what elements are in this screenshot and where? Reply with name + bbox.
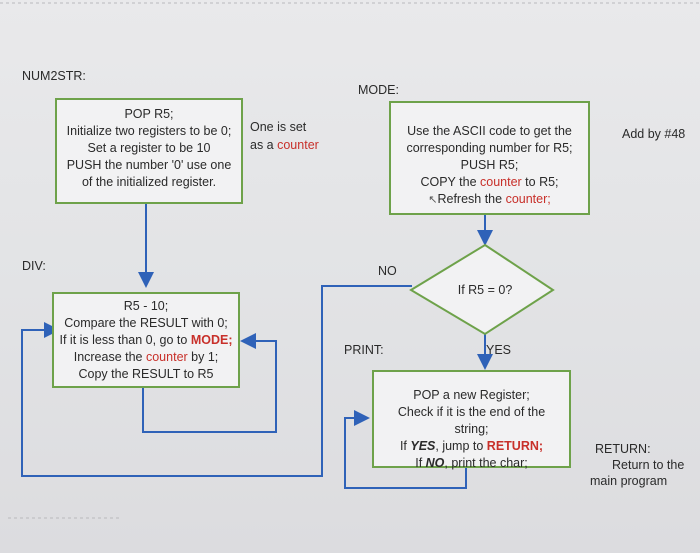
diamond-text: If R5 = 0? [457,283,513,297]
box4-line4-return: RETURN; [486,439,544,453]
box2-line5: ↖Refresh the counter; [391,191,588,208]
num2str-box: POP R5; Initialize two registers to be 0… [55,98,243,204]
box3-line1: R5 - 10; [123,299,169,313]
box3-line3: If it is less than 0, go to MODE; [54,332,238,348]
box3-line5: Copy the RESULT to R5 [78,367,214,381]
arrow-div-loop [142,333,277,433]
return-note-line2: main program [590,474,668,488]
box1-line5: of the initialized register. [81,175,217,189]
num2str-label: NUM2STR: [22,69,86,83]
box1-line3: Set a register to be 10 [87,141,211,155]
box4-line4-yes: YES [410,439,436,453]
box3-line2: Compare the RESULT with 0; [64,316,228,330]
return-note-line1: Return to the [612,458,685,472]
print-label: PRINT: [344,343,384,357]
box2-line3: PUSH R5; [460,158,519,172]
box4-line5-a: If [415,456,426,470]
box3-line4-a: Increase the [73,350,146,364]
box2-line5-a: Refresh the [437,192,506,206]
arrow-diamond-no-loop [21,285,412,477]
box4-line1: POP a new Register; [413,388,530,402]
box4-line5-no: NO [425,456,445,470]
add-48-note: Add by #48 [622,127,686,141]
box3-line4: Increase the counter by 1; [54,349,238,365]
box1-line1: POP R5; [124,107,174,121]
box2-line4-c: to R5; [521,175,559,189]
box2-line2: corresponding number for R5; [406,141,573,155]
box3-line3-a: If it is less than 0, go to [59,333,191,347]
box4-line4-c: , jump to [435,439,487,453]
box2-line1: Use the ASCII code to get the [407,124,572,138]
decision-diamond [409,243,555,336]
box4-line4: If YES, jump to RETURN; [374,438,569,454]
no-label: NO [378,264,397,278]
arrow-print-loop [344,410,467,489]
box4-line5: If NO, print the char; [374,455,569,471]
box4-line5-c: , print the char; [444,456,528,470]
box2-line4-counter: counter [480,175,522,189]
box1-line2: Initialize two registers to be 0; [66,124,232,138]
mode-box: Use the ASCII code to get the correspond… [389,101,590,215]
yes-label: YES [486,343,512,357]
box1-line4: PUSH the number '0' use one [66,158,232,172]
box3-line4-c: by 1; [187,350,219,364]
box4-line3: string; [454,422,489,436]
counter-note: as a counter [250,137,319,153]
box3-line3-mode: MODE; [190,333,233,347]
box4-line4-a: If [399,439,411,453]
box4-line2: Check if it is the end of the [397,405,546,419]
counter-note-prefix: as a [250,138,278,152]
return-label: RETURN: [595,442,651,456]
mode-label: MODE: [358,83,399,97]
box2-line4: COPY the counter to R5; [391,174,588,190]
cursor-icon: ↖ [428,194,438,206]
box3-line4-counter: counter [145,350,188,364]
box2-line5-counter: counter; [505,192,551,206]
div-label: DIV: [22,259,46,273]
one-is-set-note: One is set [250,120,307,134]
box2-line4-a: COPY the [420,175,480,189]
print-box: POP a new Register; Check if it is the e… [372,370,571,471]
counter-note-word: counter [277,138,319,152]
div-box: R5 - 10; Compare the RESULT with 0; If i… [52,292,240,388]
